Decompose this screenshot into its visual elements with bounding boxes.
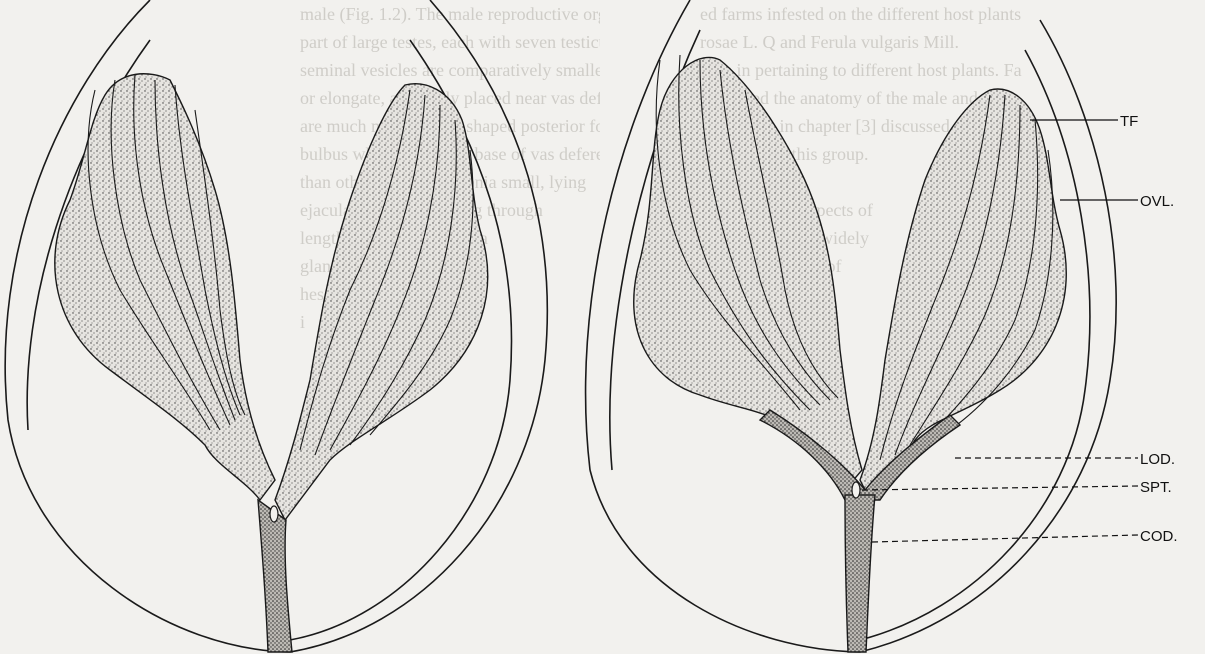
right-ovary-lobe	[860, 89, 1066, 500]
label-texts: TF OVL. LOD. SPT. COD.	[1120, 113, 1178, 545]
right-ovary-lobe	[634, 57, 862, 490]
right-spermatheca	[852, 482, 860, 498]
right-common-oviduct	[845, 495, 875, 652]
label-cod: COD.	[1140, 528, 1178, 545]
label-spt: SPT.	[1140, 479, 1172, 496]
label-lod: LOD.	[1140, 451, 1175, 468]
right-organ-figure	[586, 0, 1117, 652]
label-ovl: OVL.	[1140, 193, 1174, 210]
left-organ-figure	[5, 0, 547, 652]
left-common-oviduct	[258, 500, 292, 652]
spt-leader-line	[862, 486, 1138, 490]
label-tf: TF	[1120, 113, 1138, 130]
cod-leader-line	[872, 535, 1138, 542]
left-spermatheca	[270, 506, 278, 522]
